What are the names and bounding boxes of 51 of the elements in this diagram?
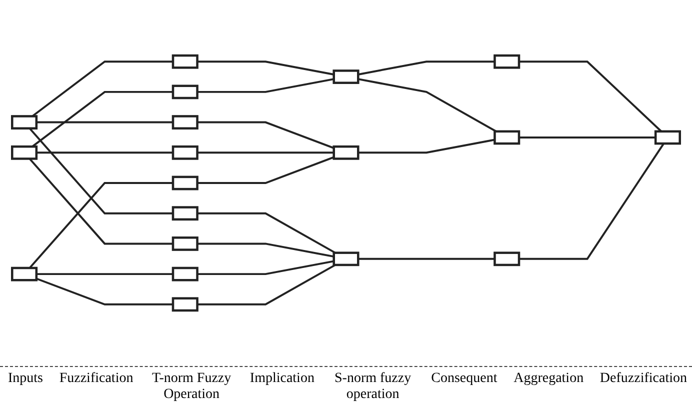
connector: [358, 258, 495, 260]
connector: [197, 156, 334, 184]
layer-label: Consequent: [431, 371, 498, 388]
node-box: [332, 145, 360, 160]
connector: [197, 60, 334, 76]
connector: [28, 158, 173, 245]
node-box: [494, 252, 520, 266]
connector: [36, 278, 173, 306]
node-box: [172, 176, 198, 190]
connector: [197, 242, 334, 258]
connector: [197, 212, 336, 254]
layer-label: Aggregation: [514, 371, 584, 388]
connector: [358, 78, 497, 132]
node-box: [494, 130, 520, 145]
connector: [197, 264, 336, 306]
connector: [28, 128, 173, 214]
connector: [36, 273, 173, 276]
layer-label: S-norm fuzzy operation: [334, 371, 412, 403]
connector: [358, 60, 495, 76]
connector: [519, 60, 662, 132]
node-box: [332, 252, 360, 266]
connector: [32, 90, 173, 148]
connector: [197, 260, 334, 276]
layer-label: Fuzzification: [59, 371, 134, 388]
node-box: [332, 70, 360, 84]
node-box: [172, 206, 198, 221]
node-box: [11, 145, 38, 160]
node-box: [172, 84, 198, 100]
node-box: [172, 236, 198, 251]
node-box: [172, 266, 198, 282]
connector: [36, 121, 173, 124]
layer-label: Implication: [250, 371, 314, 388]
connector: [197, 152, 334, 154]
connector: [197, 121, 334, 149]
connector: [519, 136, 656, 138]
connector: [28, 182, 173, 269]
node-box: [654, 130, 681, 145]
node-box: [172, 115, 198, 130]
node-box: [172, 54, 198, 69]
node-box: [11, 266, 38, 282]
layer-label: T-norm Fuzzy Operation: [150, 371, 232, 403]
layer-label: Inputs: [8, 371, 43, 388]
connector: [32, 60, 173, 118]
connector: [197, 78, 334, 93]
connector: [358, 138, 495, 154]
connector: [36, 152, 173, 154]
node-box: [172, 297, 198, 312]
connector: [519, 143, 665, 260]
node-box: [11, 115, 38, 130]
node-box: [494, 54, 520, 69]
node-box: [172, 145, 198, 160]
